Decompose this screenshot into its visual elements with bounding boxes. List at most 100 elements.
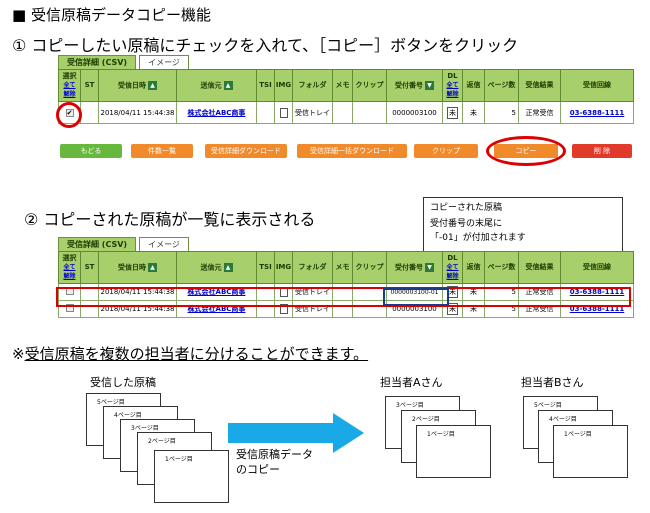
tab-bar: 受信詳細 (CSV) イメージ xyxy=(58,54,634,69)
row-sender-link[interactable]: 株式会社ABC商事 xyxy=(187,288,246,296)
col-line: 受信回線 xyxy=(560,251,634,284)
row-reply: 未 xyxy=(462,101,485,124)
col-clip: クリップ xyxy=(352,251,387,284)
page-sheet: 1ページ目 xyxy=(416,425,491,478)
document-icon[interactable] xyxy=(279,107,288,118)
sort-icon[interactable]: ▲ xyxy=(223,80,233,90)
page-sheet: 1ページ目 xyxy=(553,425,628,478)
arrow-label: 受信原稿データ のコピー xyxy=(236,447,313,477)
table-row: 2018/04/11 15:44:38 株式会社ABC商事 受信トレイ 0000… xyxy=(58,300,634,318)
col-datetime[interactable]: 受信日時▲ xyxy=(98,69,177,102)
col-datetime[interactable]: 受信日時▲ xyxy=(98,251,177,284)
col-pages: ページ数 xyxy=(484,69,519,102)
row-datetime: 2018/04/11 15:44:38 xyxy=(98,300,177,318)
note-heading: ※受信原稿を複数の担当者に分けることができます。 xyxy=(12,343,368,364)
row-folder: 受信トレイ xyxy=(292,300,333,318)
sort-icon[interactable]: ▲ xyxy=(223,262,233,272)
col-tsi: TSI xyxy=(256,251,275,284)
row-line-link[interactable]: 03-6388-1111 xyxy=(569,108,625,117)
col-folder: フォルダ xyxy=(292,69,333,102)
col-folder: フォルダ xyxy=(292,251,333,284)
delete-button[interactable]: 削 除 xyxy=(572,144,632,158)
dl-status[interactable]: 未 xyxy=(447,303,458,315)
row-sender-link[interactable]: 株式会社ABC商事 xyxy=(187,108,246,117)
row-line-link[interactable]: 03-6388-1111 xyxy=(569,305,625,313)
callout-line: 「-01」が付加されます xyxy=(430,233,526,243)
row-sender-link[interactable]: 株式会社ABC商事 xyxy=(187,305,246,313)
col-clip: クリップ xyxy=(352,69,387,102)
col-sender[interactable]: 送信元▲ xyxy=(176,69,257,102)
select-clear-link[interactable]: 解除 xyxy=(63,91,76,98)
copy-highlight-circle xyxy=(486,136,566,166)
col-sender[interactable]: 送信元▲ xyxy=(176,251,257,284)
tab-image[interactable]: イメージ xyxy=(139,55,189,69)
row-pages: 5 xyxy=(484,300,519,318)
received-table-2: 選択全て解除 ST 受信日時▲ 送信元▲ TSI IMG フォルダ メモ クリッ… xyxy=(58,251,634,318)
callout-line: 受付番号の末尾に xyxy=(430,219,503,229)
row-checkbox[interactable] xyxy=(65,304,74,312)
dl-clear-link[interactable]: 解除 xyxy=(446,273,459,280)
col-reply: 返信 xyxy=(462,251,485,284)
dl-status[interactable]: 未 xyxy=(447,106,458,119)
col-reply: 返信 xyxy=(462,69,485,102)
sort-icon[interactable]: ▼ xyxy=(425,80,434,90)
row-receipt-no: 0000003100 xyxy=(386,101,443,124)
table1-panel: 受信詳細 (CSV) イメージ 選択全て解除 ST 受信日時▲ 送信元▲ TSI… xyxy=(58,54,634,124)
received-table-1: 選択全て解除 ST 受信日時▲ 送信元▲ TSI IMG フォルダ メモ クリッ… xyxy=(58,69,634,124)
row-pages: 5 xyxy=(484,101,519,124)
tab-image[interactable]: イメージ xyxy=(139,237,189,251)
col-tsi: TSI xyxy=(256,69,275,102)
col-st: ST xyxy=(80,251,99,284)
table-header-row: 選択全て解除 ST 受信日時▲ 送信元▲ TSI IMG フォルダ メモ クリッ… xyxy=(58,251,634,284)
arrow-label-line: 受信原稿データ xyxy=(236,448,313,461)
receipt-no-highlight xyxy=(383,288,449,306)
bulk-download-button[interactable]: 受信詳細一括ダウンロード xyxy=(297,144,407,158)
dl-clear-link[interactable]: 解除 xyxy=(446,91,459,98)
note-prefix: ※ xyxy=(12,345,25,363)
person-b-label: 担当者Bさん xyxy=(521,376,584,389)
row-line-link[interactable]: 03-6388-1111 xyxy=(569,288,625,296)
select-all-link[interactable]: 全て xyxy=(63,82,76,89)
tab-csv[interactable]: 受信詳細 (CSV) xyxy=(58,55,137,69)
dl-all-link[interactable]: 全て xyxy=(446,82,459,89)
sort-icon[interactable]: ▼ xyxy=(425,262,434,272)
col-receipt-no[interactable]: 受付番号▼ xyxy=(386,69,443,102)
back-button[interactable]: もどる xyxy=(60,144,122,158)
col-pages: ページ数 xyxy=(484,251,519,284)
col-line: 受信回線 xyxy=(560,69,634,102)
dl-all-link[interactable]: 全て xyxy=(446,264,459,271)
callout-title: コピーされた原稿 xyxy=(430,203,503,213)
select-clear-link[interactable]: 解除 xyxy=(63,273,76,280)
step1-heading: ① コピーしたい原稿にチェックを入れて、［コピー］ボタンをクリック xyxy=(12,36,519,55)
col-result: 受信結果 xyxy=(518,69,561,102)
col-select: 選択全て解除 xyxy=(58,69,81,102)
row-folder: 受信トレイ xyxy=(292,101,333,124)
tab-csv[interactable]: 受信詳細 (CSV) xyxy=(58,237,137,251)
sort-icon[interactable]: ▲ xyxy=(148,80,157,90)
copied-row-highlight xyxy=(56,287,631,307)
document-icon[interactable] xyxy=(279,304,288,314)
checkbox-highlight-circle xyxy=(56,102,82,128)
col-memo: メモ xyxy=(332,69,353,102)
callout-box: コピーされた原稿 受付番号の末尾に 「-01」が付加されます xyxy=(423,197,623,254)
note-text: 受信原稿を複数の担当者に分けることができます。 xyxy=(24,345,369,363)
row-result: 正常受信 xyxy=(518,101,561,124)
col-img: IMG xyxy=(274,251,293,284)
tab-bar: 受信詳細 (CSV) イメージ xyxy=(58,236,634,251)
col-img: IMG xyxy=(274,69,293,102)
detail-download-button[interactable]: 受信詳細ダウンロード xyxy=(205,144,287,158)
person-a-label: 担当者Aさん xyxy=(380,376,443,389)
list-button[interactable]: 件数一覧 xyxy=(131,144,193,158)
row-result: 正常受信 xyxy=(518,300,561,318)
step2-heading: ② コピーされた原稿が一覧に表示される xyxy=(24,210,316,229)
table-row: ✔ 2018/04/11 15:44:38 株式会社ABC商事 受信トレイ 00… xyxy=(58,101,634,124)
row-datetime: 2018/04/11 15:44:38 xyxy=(98,101,177,124)
select-all-link[interactable]: 全て xyxy=(63,264,76,271)
page-title: ■ 受信原稿データコピー機能 xyxy=(12,6,211,24)
col-select: 選択全て解除 xyxy=(58,251,81,284)
sort-icon[interactable]: ▲ xyxy=(148,262,157,272)
col-receipt-no[interactable]: 受付番号▼ xyxy=(386,251,443,284)
clip-button[interactable]: クリップ xyxy=(414,144,478,158)
